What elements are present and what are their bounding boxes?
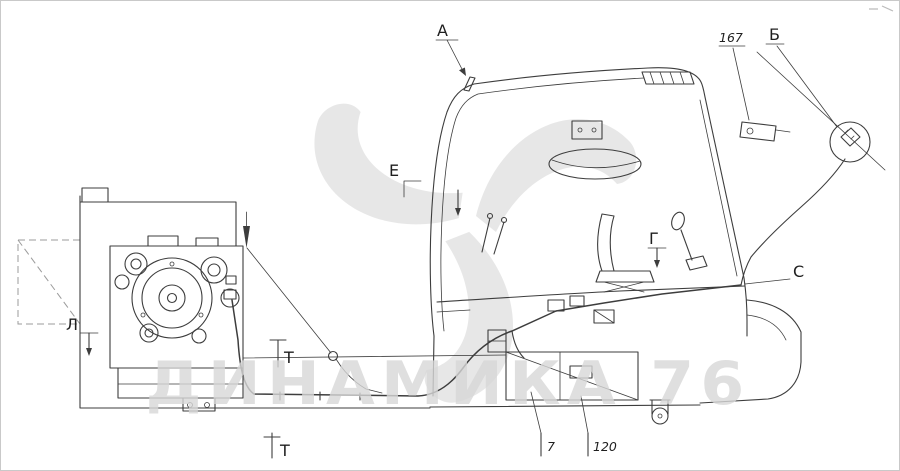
callout-G: Г [647, 229, 667, 268]
harness-connector [569, 295, 585, 307]
callout-167: 167 [718, 30, 750, 121]
harness-connector [547, 299, 565, 312]
callout-A: А [435, 21, 466, 76]
callout-L: Л [66, 315, 99, 356]
cab-interior [481, 120, 708, 293]
wiring-harness [231, 284, 742, 401]
callout-e-label: Е [389, 161, 399, 180]
callout-g-label: Г [649, 229, 659, 248]
callout-T-lower: Т [263, 432, 290, 460]
watermark-swirl-logo [314, 103, 637, 403]
connector-detail [829, 121, 871, 163]
rear-section [699, 51, 886, 404]
callout-t-lower-label: Т [279, 441, 290, 460]
corner-mark [869, 5, 894, 12]
callout-7: 7 [530, 391, 555, 457]
cab-outline [429, 67, 748, 337]
callout-c-label: С [793, 262, 804, 281]
callout-b-label: Б [769, 25, 780, 44]
front-frame-outline [17, 187, 237, 409]
grommet [327, 350, 339, 362]
harness-connector [593, 309, 615, 324]
engine-block [109, 235, 244, 412]
rear-lamp-bracket [739, 121, 777, 142]
callout-l-label: Л [66, 315, 78, 334]
callout-C: С [744, 262, 804, 285]
callout-167-label: 167 [719, 30, 743, 45]
control-lever [671, 211, 708, 271]
callout-B: Б [765, 25, 838, 128]
callout-120-label: 120 [593, 439, 617, 454]
roof-hatch [641, 71, 695, 85]
callout-t-upper-label: Т [283, 348, 294, 367]
rear-wire [740, 158, 846, 286]
caster-wheel [649, 399, 671, 425]
under-cab-equipment [487, 329, 671, 425]
view-arrow-down [243, 226, 250, 248]
chassis-lines [87, 335, 701, 409]
wiper-detail [463, 76, 476, 92]
callout-E: Е [389, 161, 461, 216]
callout-T-upper: Т [269, 339, 294, 368]
roof-console [548, 148, 642, 180]
callout-120: 120 [580, 395, 617, 457]
rod-and-grommet [243, 211, 383, 394]
cab-box [571, 120, 603, 140]
watermark-text: ДИНАМИКА 76 [146, 349, 751, 419]
callout-7-label: 7 [547, 439, 555, 454]
callout-a-label: А [437, 21, 448, 40]
battery-box [505, 351, 639, 401]
seat [595, 213, 655, 293]
detail-divider [756, 51, 886, 171]
